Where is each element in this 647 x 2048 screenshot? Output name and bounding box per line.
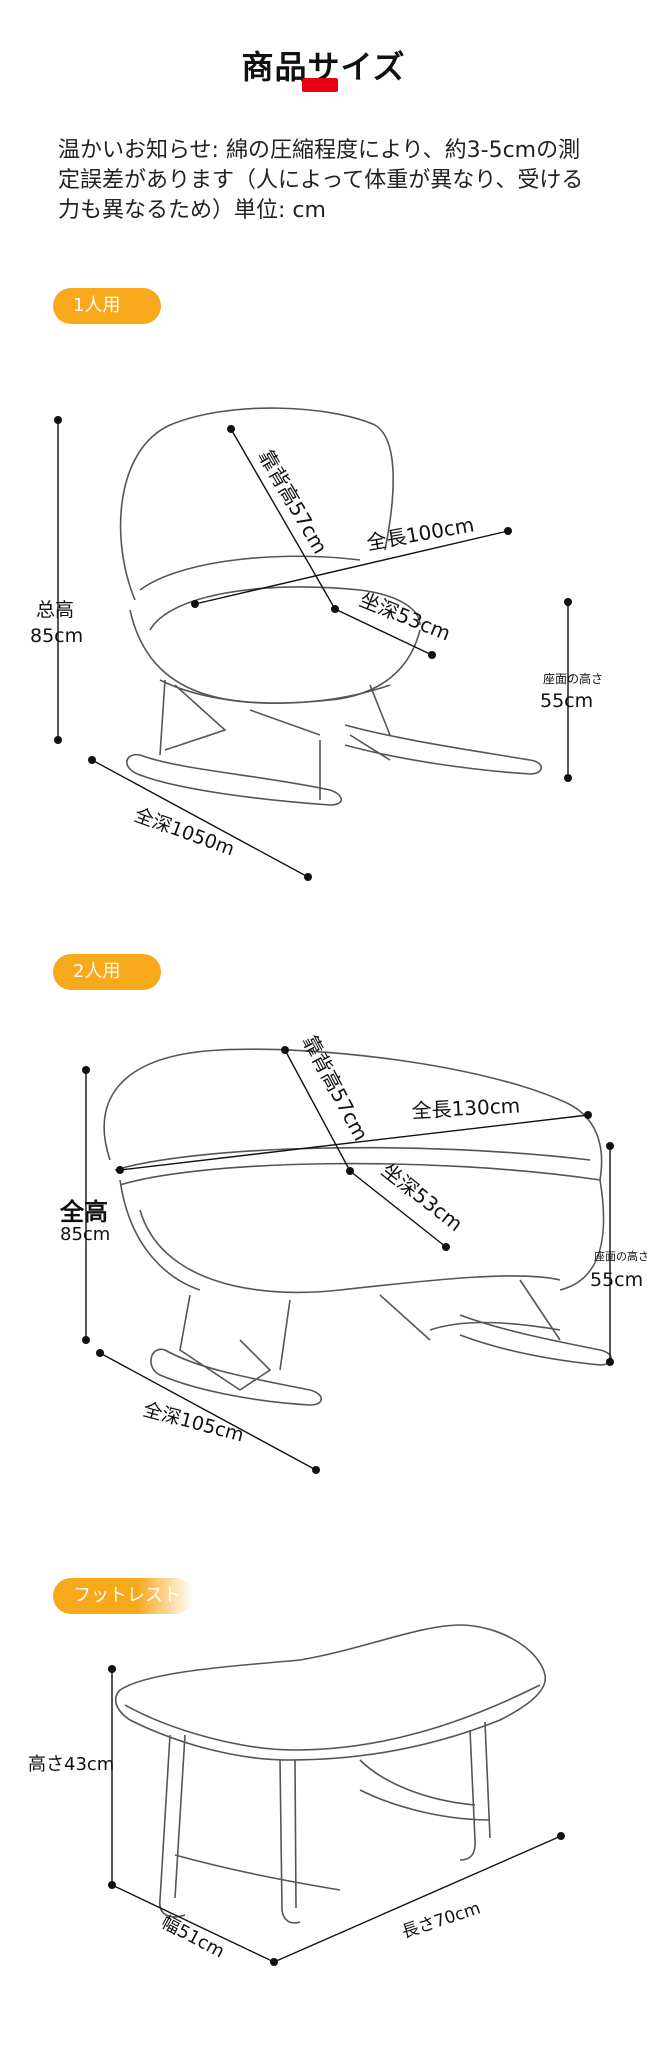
total-height-label-2: 全高: [59, 1198, 108, 1226]
notice-text: 温かいお知らせ: 綿の圧縮程度により、約3-5cmの測定誤差があります（人によっ…: [58, 138, 584, 223]
footrest-dimension-lines: [111, 1669, 562, 1963]
single-chair-diagram: 靠背高57cm 全長100cm 坐深53cm 总高 85cm 座面の高さ 55c…: [30, 407, 603, 881]
footrest-height-label: 高さ43cm: [28, 1754, 114, 1775]
single-chair-drawing: [119, 407, 543, 806]
seat-depth-label-2: 坐深53cm: [377, 1158, 467, 1236]
seat-height-label-2: 座面の高さ: [594, 1249, 647, 1263]
seat-height-label: 座面の高さ: [543, 671, 603, 686]
single-dimension-markers: [54, 416, 572, 881]
footrest-drawing: [114, 1624, 547, 1924]
section-tag-footrest: フットレスト: [53, 1578, 193, 1614]
total-length-label-2: 全長130cm: [411, 1093, 521, 1123]
double-chair-drawing: [103, 1048, 613, 1406]
total-depth-label: 全深1050m: [131, 804, 237, 861]
single-dimension-lines: [57, 420, 569, 878]
back-height-label-2: 靠背高57cm: [298, 1031, 374, 1145]
total-height-value-2: 85cm: [60, 1224, 110, 1245]
section-tag-single: 1人用: [53, 288, 161, 324]
section-tag-double: 2人用: [53, 954, 161, 990]
total-height-label: 总高: [36, 599, 74, 621]
total-depth-label-2: 全深105cm: [141, 1399, 246, 1447]
footrest-length-label: 長さ70cm: [399, 1899, 483, 1943]
double-chair-diagram: 靠背高57cm 全長130cm 坐深53cm 全高 85cm 座面の高さ 55c…: [59, 1031, 647, 1474]
total-length-label: 全長100cm: [365, 512, 476, 555]
total-height-value: 85cm: [30, 625, 83, 647]
footrest-width-label: 幅51cm: [158, 1912, 228, 1963]
back-height-label: 靠背高57cm: [254, 446, 333, 558]
footrest-diagram: 高さ43cm 幅51cm 長さ70cm: [28, 1624, 565, 1966]
double-dimension-lines: [85, 1049, 611, 1471]
seat-height-value: 55cm: [540, 690, 593, 712]
seat-height-value-2: 55cm: [590, 1269, 643, 1291]
seat-depth-label: 坐深53cm: [356, 587, 454, 645]
title-underline: [302, 78, 338, 92]
